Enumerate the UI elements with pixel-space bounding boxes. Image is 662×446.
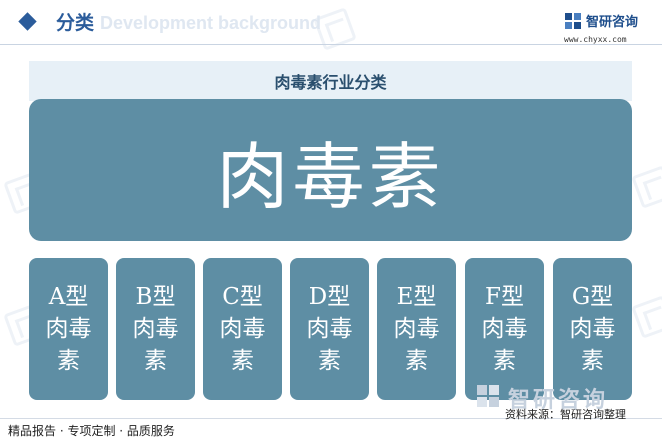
header-divider — [0, 44, 662, 45]
footer-source: 资料来源：智研咨询整理 — [505, 408, 626, 421]
zhiyan-logo-icon — [477, 385, 499, 407]
root-node-label: 肉毒素 — [216, 134, 445, 219]
header-watermark-text: Development background — [100, 13, 322, 33]
type-node-row: A型肉毒素 B型肉毒素 C型肉毒素 D型肉毒素 E型肉毒素 F型肉毒素 G型肉毒… — [29, 258, 632, 400]
background-watermark-icon — [631, 165, 662, 209]
footer-divider — [0, 418, 662, 419]
type-node-a: A型肉毒素 — [29, 258, 108, 400]
diagram-title: 肉毒素行业分类 — [274, 73, 387, 92]
type-node-label: B型肉毒素 — [132, 284, 179, 374]
type-node-f: F型肉毒素 — [465, 258, 544, 400]
footer-brand-watermark: 智研咨询 — [476, 382, 662, 416]
type-node-g: G型肉毒素 — [553, 258, 632, 400]
type-node-label: G型肉毒素 — [569, 284, 616, 374]
diagram-title-band: 肉毒素行业分类 — [29, 61, 632, 101]
root-node: 肉毒素 — [29, 99, 632, 241]
page-header: Development background 分类 智研咨询 www.chyxx… — [0, 0, 662, 48]
type-node-d: D型肉毒素 — [290, 258, 369, 400]
background-watermark-icon — [631, 295, 662, 339]
logo-name: 智研咨询 — [586, 15, 639, 30]
type-node-label: A型肉毒素 — [45, 284, 92, 374]
footer-services: 精品报告 · 专项定制 · 品质服务 — [8, 424, 175, 438]
footer-brand-name: 智研咨询 — [508, 388, 609, 413]
type-node-c: C型肉毒素 — [203, 258, 282, 400]
type-node-label: C型肉毒素 — [219, 284, 266, 374]
logo-url: www.chyxx.com — [564, 35, 627, 44]
diamond-bullet-icon — [18, 12, 37, 31]
type-node-e: E型肉毒素 — [377, 258, 456, 400]
type-node-b: B型肉毒素 — [116, 258, 195, 400]
brand-logo: 智研咨询 www.chyxx.com — [564, 9, 654, 49]
type-node-label: F型肉毒素 — [481, 284, 528, 374]
type-node-label: D型肉毒素 — [306, 284, 353, 374]
zhiyan-logo-icon — [565, 13, 581, 29]
type-node-label: E型肉毒素 — [393, 284, 440, 374]
section-title: 分类 — [56, 12, 95, 34]
